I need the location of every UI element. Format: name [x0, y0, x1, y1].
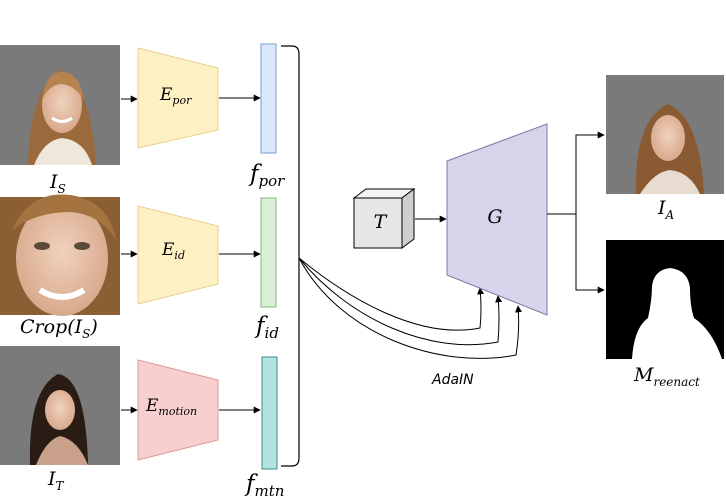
generator	[446, 123, 548, 316]
feature-motion-label: fmtn	[244, 471, 284, 500]
template-cube	[352, 188, 416, 249]
adain-arrow-3	[298, 257, 523, 359]
target-image	[0, 346, 120, 465]
adain-label: AdaIN	[431, 372, 474, 388]
arrow-generator-to-mask	[575, 214, 605, 294]
animated-output-image	[606, 75, 724, 194]
encoder-portrait	[137, 47, 219, 149]
reenact-mask-label: Mreenact	[633, 364, 700, 389]
encoder-identity	[137, 205, 219, 305]
feature-identity-label: fid	[254, 313, 279, 342]
encoder-portrait-label: Epor	[159, 85, 192, 107]
encoder-motion	[137, 359, 219, 461]
source-image-label: IS	[49, 171, 66, 196]
generator-label: G	[487, 206, 502, 228]
adain-arrow-2	[298, 257, 503, 346]
cropped-source-image	[0, 194, 120, 316]
crop-image-label: Crop(IS)	[20, 316, 98, 341]
adain-arrow-1	[298, 257, 485, 331]
feature-portrait-bar	[260, 43, 277, 154]
feature-portrait-label: fpor	[248, 161, 285, 190]
reenact-mask-image	[606, 240, 724, 359]
template-label: T	[374, 211, 388, 233]
encoder-identity-label: Eid	[161, 240, 185, 262]
target-image-label: IT	[47, 468, 65, 493]
source-image	[0, 45, 120, 165]
arrow-generator-to-animated	[547, 131, 605, 215]
feature-group-bracket	[281, 45, 300, 467]
feature-motion-bar	[261, 356, 278, 470]
animated-output-label: IA	[657, 197, 675, 222]
feature-identity-bar	[260, 197, 277, 308]
encoder-motion-label: Emotion	[145, 396, 197, 418]
